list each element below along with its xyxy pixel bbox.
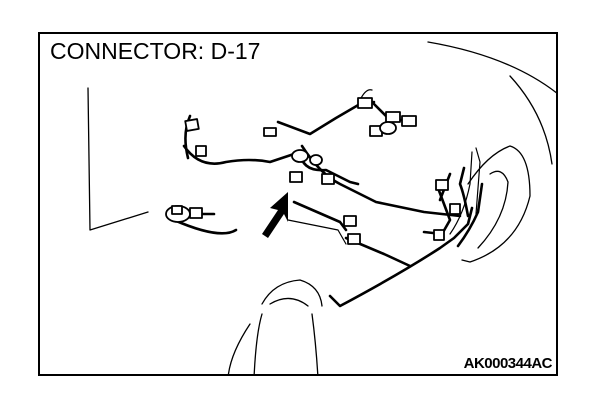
connector-icon <box>379 121 397 135</box>
connector-icon <box>171 205 183 215</box>
locator-arrow-icon <box>262 192 288 238</box>
wiring-harness <box>172 100 484 308</box>
connector-icon <box>289 171 303 183</box>
connector-icon <box>263 127 277 137</box>
connector-icon <box>401 115 417 127</box>
connector-icon <box>435 179 449 191</box>
connector-icon <box>195 145 207 157</box>
connector-icon <box>291 149 309 163</box>
vehicle-body-outline <box>87 41 556 374</box>
connector-title: CONNECTOR: D-17 <box>50 38 261 64</box>
vehicle-wiring-illustration <box>87 41 556 374</box>
connector-icons <box>165 97 461 245</box>
connector-icon <box>347 233 361 245</box>
connector-icon <box>449 203 461 215</box>
connector-icon <box>357 97 373 109</box>
connector-icon <box>433 229 445 241</box>
figure-reference-code: AK000344AC <box>463 355 553 372</box>
connector-icon <box>321 173 335 185</box>
connector-icon <box>343 215 357 227</box>
connector-icon <box>189 207 203 219</box>
connector-icon <box>184 118 200 132</box>
diagram-frame: CONNECTOR: D-17 AK000344AC <box>38 32 558 376</box>
connector-icon <box>385 111 401 123</box>
connector-icon <box>309 154 323 166</box>
